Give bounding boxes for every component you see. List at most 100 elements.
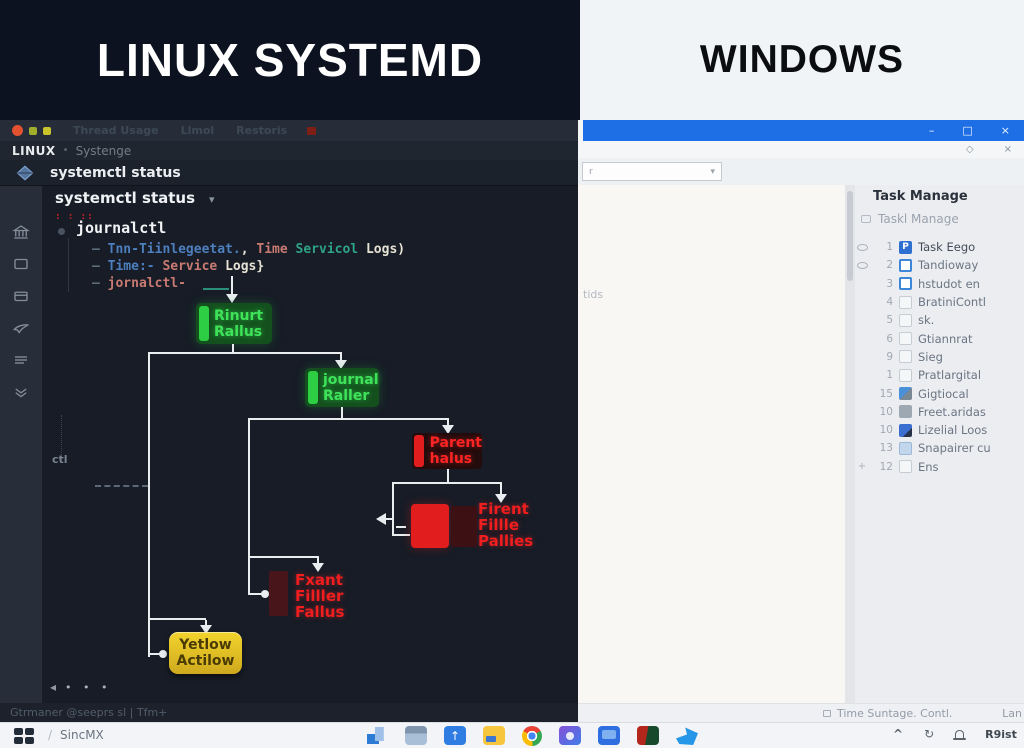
code-token: Logs) (358, 242, 406, 257)
checkbox-blue-icon[interactable] (899, 258, 912, 272)
window-icon[interactable] (11, 254, 31, 274)
menu-item[interactable]: Llmol (180, 124, 215, 137)
checkbox-icon[interactable] (899, 350, 912, 364)
breadcrumb-root[interactable]: LINUX (12, 143, 56, 158)
menu-item[interactable]: Restoris (236, 124, 288, 137)
flow-connector (148, 618, 206, 620)
flow-connector (447, 420, 449, 425)
scrollbar-thumb[interactable] (847, 191, 853, 281)
expand-plus-icon[interactable]: + (857, 461, 867, 473)
task-manager-subtitle: Taskl Manage (878, 212, 959, 226)
bank-icon[interactable] (11, 222, 31, 242)
media-purple-icon[interactable] (559, 726, 581, 745)
node-accent-bar (199, 306, 209, 341)
folder-blue-icon[interactable] (405, 726, 427, 745)
chrome-browser-icon[interactable] (522, 726, 542, 746)
folder-yellow-icon[interactable] (483, 726, 505, 745)
banner-linux-title: LINUX SYSTEMD (96, 34, 484, 86)
filter-combobox[interactable]: r ▾ (582, 162, 722, 181)
uploader-blue-icon[interactable] (444, 726, 466, 745)
send-icon[interactable] (11, 318, 31, 338)
diamond-icon[interactable] (13, 164, 37, 182)
arrow-down-icon (200, 625, 212, 634)
activity-sidebar (0, 186, 42, 703)
bell-icon[interactable] (953, 730, 967, 740)
row-label: Gtiannrat (918, 331, 973, 346)
row-label: Pratlargital (918, 368, 982, 383)
minimize-button[interactable]: – (928, 124, 935, 137)
flag-blue-icon[interactable]: P (899, 240, 912, 254)
row-number: 4 (886, 296, 893, 309)
menu-item[interactable]: Thread Usage (73, 124, 159, 137)
system-tray: ^ ↻ R9ist (893, 727, 1017, 741)
code-line: – jornalctl- (92, 276, 186, 291)
maximize-traffic-light[interactable] (43, 126, 51, 135)
task-manager-title: Task Manage (873, 189, 968, 204)
start-button[interactable] (14, 728, 34, 744)
refresh-icon[interactable]: ◇ (965, 144, 974, 155)
node-accent-bar (308, 371, 318, 404)
row-label: Gigtiocal (918, 386, 969, 401)
maximize-button[interactable]: □ (962, 124, 973, 137)
flow-connector (392, 482, 502, 484)
tray-expand-icon[interactable]: ^ (893, 727, 904, 741)
slash-separator: / (48, 728, 53, 742)
flow-connector (248, 593, 262, 595)
flow-node-yellow: Yetlow Actilow (169, 632, 242, 674)
checkbox-icon[interactable] (899, 332, 912, 346)
windows-statusbar: Time Suntage. Contl. Lan (578, 703, 1024, 722)
row-number: 2 (886, 259, 893, 272)
taskbar-app-label[interactable]: / SincMX (48, 728, 104, 742)
back-arrow-icon[interactable]: ◂ (50, 680, 57, 694)
flow-connector (392, 534, 410, 536)
checkbox-icon[interactable] (899, 460, 912, 474)
flow-connector (447, 469, 449, 482)
checkbox-icon[interactable] (899, 368, 912, 382)
checkbox-icon[interactable] (899, 295, 912, 309)
app-blue-icon[interactable] (899, 423, 912, 437)
tv-blue-icon[interactable] (598, 726, 620, 745)
task-manager-subtitle-row[interactable]: Taskl Manage (861, 212, 959, 226)
minimize-traffic-light[interactable] (29, 126, 37, 135)
files-blue-icon[interactable] (366, 726, 388, 745)
breadcrumb-current[interactable]: Systenge (75, 143, 132, 158)
code-token: Time:- (107, 259, 163, 274)
close-icon[interactable]: × (1003, 144, 1012, 155)
close-button[interactable]: × (1000, 124, 1010, 137)
video-redgreen-icon[interactable] (637, 726, 659, 745)
layers-chevron-icon[interactable] (11, 382, 31, 402)
ellipsis-icon[interactable]: • • • (65, 680, 112, 694)
app-lightblue-icon[interactable] (899, 441, 912, 455)
flow-node-maroon-bar (269, 571, 288, 616)
list-icon[interactable] (11, 350, 31, 370)
checkbox-blue-icon[interactable] (899, 277, 912, 291)
chevron-down-icon[interactable]: ▾ (209, 193, 215, 206)
checkbox-icon[interactable] (899, 313, 912, 327)
sync-icon[interactable]: ↻ (924, 727, 935, 741)
tray-clock-text[interactable]: R9ist (985, 727, 1017, 741)
panel-icon[interactable] (11, 286, 31, 306)
app-gray-icon[interactable] (899, 405, 912, 419)
list-box-icon (861, 215, 871, 223)
linux-titlebar: Thread Usage Llmol Restoris (0, 120, 578, 141)
scrollbar[interactable] (845, 185, 855, 703)
close-traffic-light[interactable] (12, 125, 23, 136)
bird-blue-icon[interactable] (676, 727, 698, 745)
app-color-icon[interactable] (899, 387, 912, 401)
